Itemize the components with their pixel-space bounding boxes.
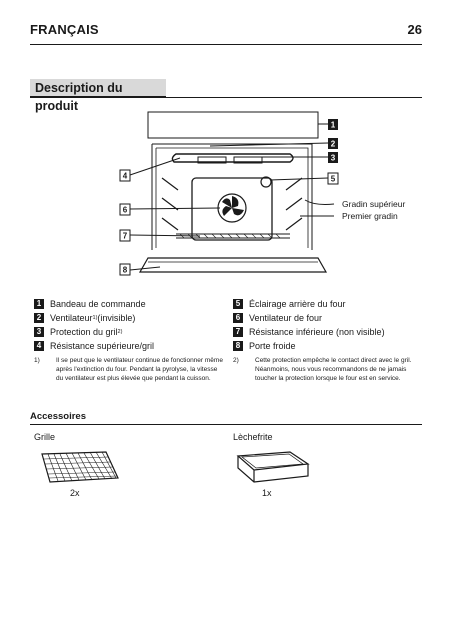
accessory-grille-label: Grille: [34, 432, 56, 442]
legend-item: 8 Porte froide: [233, 339, 385, 352]
label-first-rack: Premier gradin: [342, 211, 398, 221]
callout-7: 7: [123, 232, 128, 241]
legend-number: 8: [233, 340, 243, 351]
legend-item: 1 Bandeau de commande: [34, 297, 154, 310]
footnote-number: 2): [233, 357, 239, 364]
legend-right: 5 Éclairage arrière du four 6 Ventilateu…: [233, 297, 385, 353]
callout-4: 4: [123, 172, 128, 181]
grille-image: [41, 451, 119, 483]
footnote-ref: 2): [117, 328, 123, 335]
accessory-pan-qty: 1x: [262, 488, 272, 498]
header-divider: [30, 44, 422, 45]
page-number: 26: [407, 22, 422, 37]
callout-8: 8: [123, 266, 128, 275]
accessory-grille-qty: 2x: [70, 488, 80, 498]
callout-3: 3: [331, 154, 336, 163]
legend-text: Protection du gril: [50, 326, 118, 337]
fan-cover-shape: [191, 177, 273, 241]
drip-pan-image: [236, 451, 310, 483]
accessories-divider: [30, 424, 422, 425]
section-title: Description du produit: [30, 79, 166, 113]
legend-text-suffix: (invisible): [97, 312, 136, 323]
callout-5: 5: [331, 175, 336, 184]
footnote-ref: 1): [92, 314, 98, 321]
legend-text: Résistance supérieure/gril: [50, 340, 155, 351]
footnote-text: Cette protection empêche le contact dire…: [255, 357, 412, 382]
legend-text: Ventilateur de four: [249, 312, 323, 323]
legend-text: Porte froide: [249, 340, 296, 351]
top-heating-element: [171, 153, 294, 163]
legend-number: 2: [34, 312, 44, 323]
legend-number: 4: [34, 340, 44, 351]
oven-door-shape: [138, 257, 328, 273]
section-divider: [30, 97, 422, 98]
lamp-shape: [260, 176, 272, 188]
accessories-title: Accessoires: [30, 411, 86, 422]
label-upper-rack: Gradin supérieur: [342, 199, 405, 209]
legend-item: 7 Résistance inférieure (non visible): [233, 325, 385, 338]
callout-6: 6: [123, 206, 128, 215]
callout-2: 2: [331, 140, 336, 149]
bottom-heating-element: [176, 233, 290, 239]
oven-cavity-shape: [151, 143, 313, 250]
legend-number: 3: [34, 326, 44, 337]
legend-item: 5 Éclairage arrière du four: [233, 297, 385, 310]
header-language: FRANÇAIS: [30, 22, 99, 37]
oven-diagram: 1 2 3 4 5 6 7 8 Gradin supérieur Premier…: [119, 111, 405, 276]
control-panel-shape: [147, 111, 319, 139]
legend-item: 4 Résistance supérieure/gril: [34, 339, 154, 352]
footnote-1: 1) Il se peut que le ventilateur continu…: [34, 356, 226, 383]
footnote-2: 2) Cette protection empêche le contact d…: [233, 356, 425, 383]
legend-text: Résistance inférieure (non visible): [249, 326, 385, 337]
legend-item: 6 Ventilateur de four: [233, 311, 385, 324]
legend-number: 5: [233, 298, 243, 309]
legend-number: 7: [233, 326, 243, 337]
callout-1: 1: [331, 121, 336, 130]
legend-text: Ventilateur: [50, 312, 93, 323]
footnote-number: 1): [34, 357, 40, 364]
legend-number: 1: [34, 298, 44, 309]
footnote-text: Il se peut que le ventilateur continue d…: [56, 357, 223, 382]
legend-text: Éclairage arrière du four: [249, 298, 346, 309]
legend-number: 6: [233, 312, 243, 323]
accessory-pan-label: Lèchefrite: [233, 432, 273, 442]
legend-text: Bandeau de commande: [50, 298, 146, 309]
